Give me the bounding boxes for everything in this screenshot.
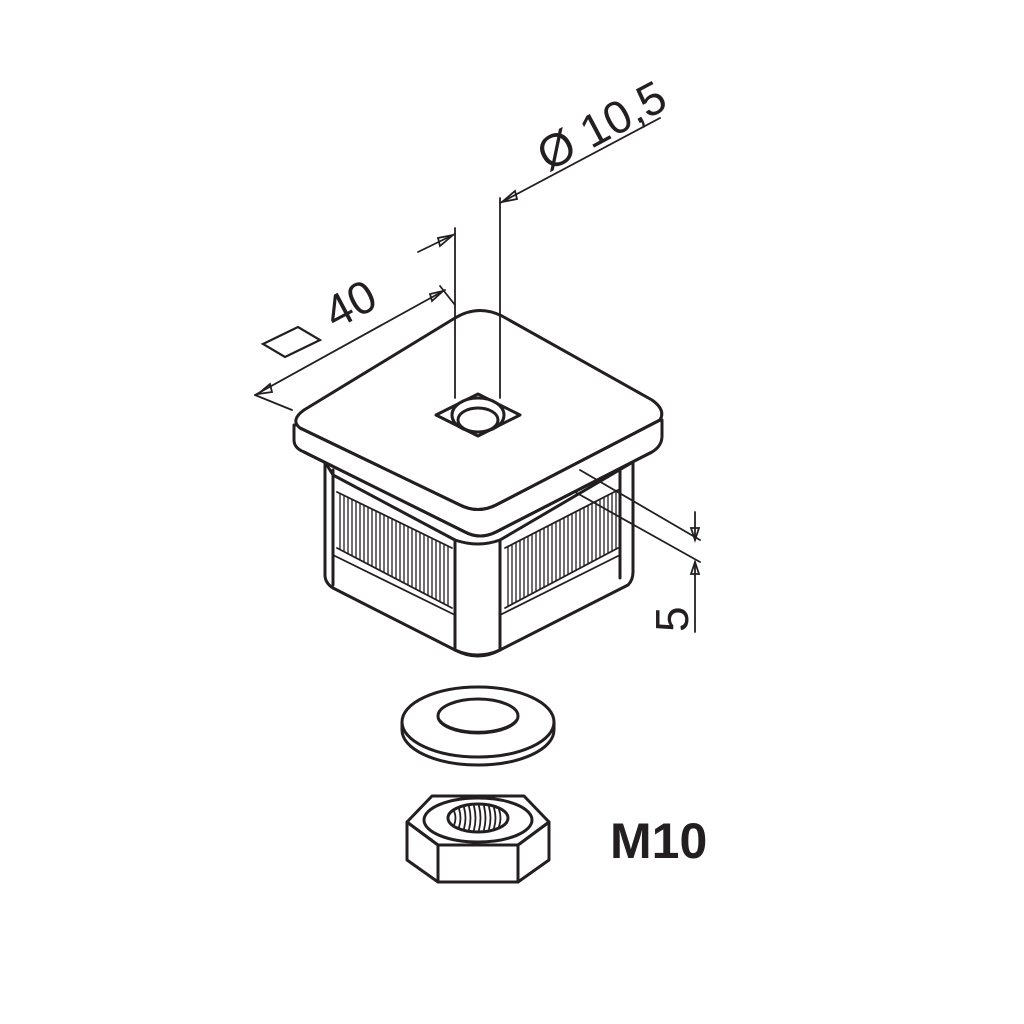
plug-body <box>323 460 635 658</box>
plug-left-groove <box>332 554 456 616</box>
thread-line <box>453 809 457 827</box>
dim-5-ext-lower <box>574 491 701 563</box>
ribs-right-bottom <box>504 547 619 609</box>
dim-dia-text: Ø 10,5 <box>528 70 674 181</box>
nut-chamfer <box>422 796 534 844</box>
thread-line <box>473 805 477 831</box>
ribs-left-bottom <box>336 547 453 609</box>
dim-dia-leader-left <box>417 233 456 253</box>
square-dimension-icon <box>260 325 323 359</box>
dim-5-text: 5 <box>646 606 698 632</box>
thread-line <box>478 805 482 831</box>
dim-dia-leader-right <box>499 117 661 204</box>
thread-line <box>493 806 497 830</box>
washer-hole-inner <box>439 719 517 733</box>
washer-hole <box>436 697 520 735</box>
cap-top-front-edge <box>298 418 662 511</box>
dim-40-arrow-left <box>254 382 274 396</box>
plug-right-groove <box>499 554 621 616</box>
washer <box>400 685 556 767</box>
nut-threads <box>453 805 502 831</box>
cap-bottom-edge <box>302 450 654 538</box>
ribs-right-top <box>504 489 619 549</box>
thread-line <box>488 805 492 831</box>
ribs-left <box>339 493 449 606</box>
cap-plate <box>292 309 664 538</box>
dim-40-ext-right <box>439 285 456 306</box>
ribs-right <box>507 491 617 607</box>
thread-line <box>458 807 462 829</box>
ribs-left-top <box>336 491 453 549</box>
nut-hole <box>446 802 510 834</box>
dim-lip-5: 5 <box>574 469 701 633</box>
nut-size-label: M10 <box>610 813 707 869</box>
dim-dia-arrow-left <box>436 234 454 248</box>
dim-40-line <box>254 289 446 396</box>
thread-line <box>483 805 487 831</box>
plug-bottom-edge <box>453 648 502 658</box>
dim-5-arrow-top <box>689 527 701 543</box>
dim-40-ext-left <box>254 394 293 411</box>
dim-dia-arrow-right <box>501 189 519 203</box>
thread-line <box>463 806 467 830</box>
thread-line <box>498 808 502 828</box>
hole-inner <box>456 406 500 434</box>
dim-5-arrow-bottom <box>689 559 701 575</box>
thread-line <box>468 805 472 831</box>
dim-5-ext-upper <box>579 469 701 541</box>
hex-nut: M10 <box>405 794 707 884</box>
dim-40-arrow-right <box>428 289 447 303</box>
